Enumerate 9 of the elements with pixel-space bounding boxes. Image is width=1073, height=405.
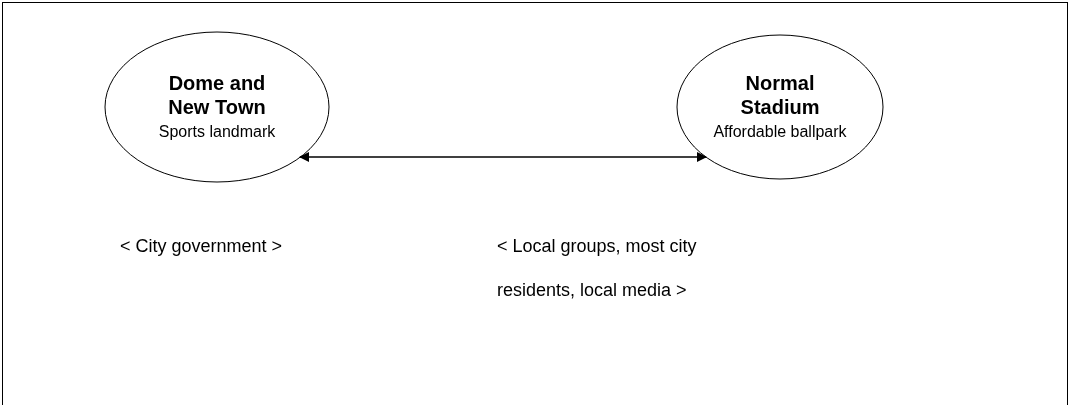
node-title: Normal Stadium xyxy=(739,71,821,119)
double-arrow xyxy=(299,152,707,162)
group-label: < Local groups, most city residents, local media > xyxy=(497,235,698,302)
group-label: < City government > xyxy=(120,235,284,258)
ellipse-node xyxy=(105,32,329,182)
node-title: Dome and New Town xyxy=(167,71,267,119)
ellipse-node xyxy=(677,35,883,179)
node-subtitle: Affordable ballpark xyxy=(713,122,847,142)
node-subtitle: Sports landmark xyxy=(158,122,276,142)
